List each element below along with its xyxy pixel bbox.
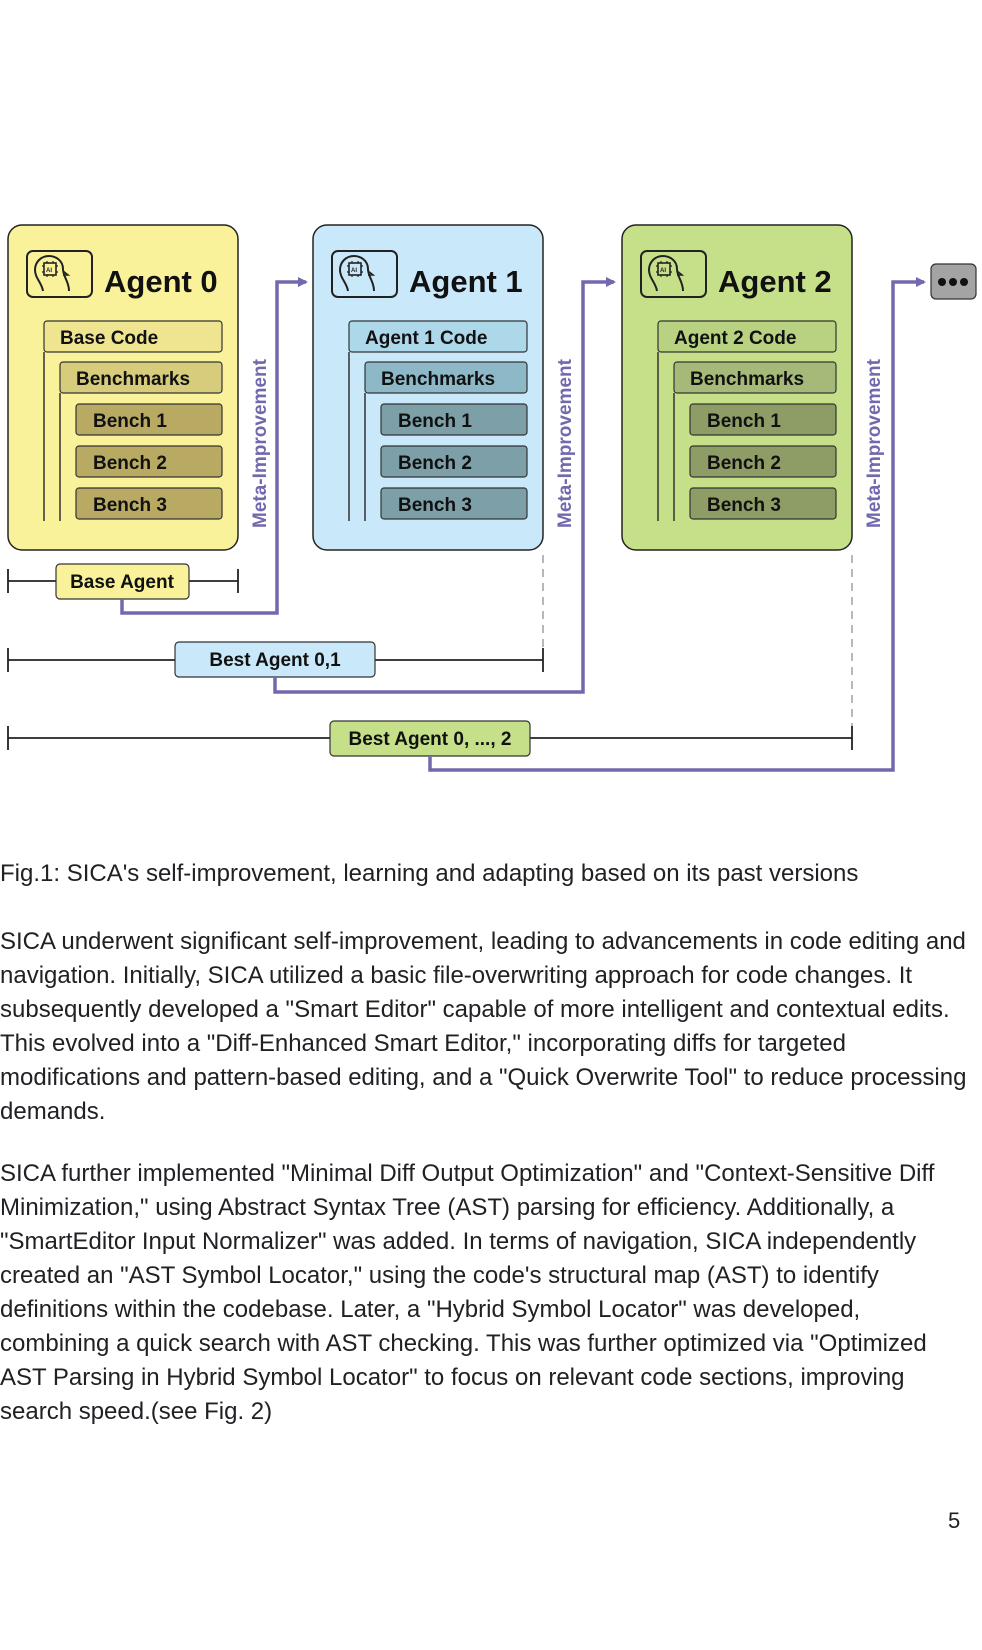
ai-head-icon: AI xyxy=(26,250,93,298)
benchmarks-label: Benchmarks xyxy=(690,369,804,390)
benchmarks-box xyxy=(673,361,837,394)
bench-box xyxy=(380,487,528,520)
code-label: Base Code xyxy=(60,328,158,349)
code-box xyxy=(657,320,837,353)
bench-label: Bench 1 xyxy=(707,411,781,432)
timeline-base-agent: Base Agent xyxy=(7,563,239,600)
agent-panel-2: AI Agent 2 Agent 2 Code Benchmarks Bench… xyxy=(621,224,853,551)
meta-improvement-label: Meta-Improvement xyxy=(250,358,271,528)
timeline-best-agent-0-1: Best Agent 0,1 xyxy=(7,641,544,678)
timeline-label: Base Agent xyxy=(70,572,174,593)
svg-text:AI: AI xyxy=(351,268,357,274)
agent-panel-0: AI Agent 0 Base Code Benchmarks Bench 1 … xyxy=(7,224,239,551)
timeline-best-agent-0-2: Best Agent 0, ..., 2 xyxy=(7,720,853,757)
bench-box xyxy=(689,403,837,436)
timeline-label: Best Agent 0, ..., 2 xyxy=(349,729,512,750)
svg-text:AI: AI xyxy=(46,268,52,274)
bench-label: Bench 2 xyxy=(707,453,781,474)
ai-head-icon: AI xyxy=(640,250,707,298)
meta-arrow xyxy=(273,277,616,694)
benchmarks-box xyxy=(59,361,223,394)
bench-label: Bench 3 xyxy=(398,495,472,516)
bench-label: Bench 1 xyxy=(398,411,472,432)
bench-box xyxy=(75,445,223,478)
agent-panel-1: AI Agent 1 Agent 1 Code Benchmarks Bench… xyxy=(312,224,544,551)
bench-label: Bench 2 xyxy=(93,453,167,474)
agent-title: Agent 2 xyxy=(718,264,832,299)
benchmarks-label: Benchmarks xyxy=(381,369,495,390)
bench-label: Bench 2 xyxy=(398,453,472,474)
bench-box xyxy=(689,487,837,520)
meta-arrow xyxy=(120,277,308,615)
meta-improvement-label: Meta-Improvement xyxy=(555,358,576,528)
meta-arrow xyxy=(428,277,926,772)
bench-label: Bench 1 xyxy=(93,411,167,432)
agent-title: Agent 1 xyxy=(409,264,523,299)
bench-box xyxy=(380,445,528,478)
bench-label: Bench 3 xyxy=(707,495,781,516)
benchmarks-box xyxy=(364,361,528,394)
code-label: Agent 2 Code xyxy=(674,328,796,349)
code-label: Agent 1 Code xyxy=(365,328,487,349)
code-box xyxy=(43,320,223,353)
ai-head-icon: AI xyxy=(331,250,398,298)
body-paragraph: SICA underwent significant self-improvem… xyxy=(0,928,967,1125)
code-box xyxy=(348,320,528,353)
bench-box xyxy=(380,403,528,436)
timeline-label: Best Agent 0,1 xyxy=(209,650,341,671)
agent-title: Agent 0 xyxy=(104,264,218,299)
ellipsis-icon xyxy=(930,263,977,300)
body-paragraph: SICA further implemented "Minimal Diff O… xyxy=(0,1160,935,1425)
figure-caption: Fig.1: SICA's self-improvement, learning… xyxy=(0,860,859,887)
bench-box xyxy=(75,403,223,436)
benchmarks-label: Benchmarks xyxy=(76,369,190,390)
bench-label: Bench 3 xyxy=(93,495,167,516)
sica-figure: AI Agent 0 Base Code Benchmarks Bench 1 … xyxy=(7,224,977,772)
page-number: 5 xyxy=(948,1508,961,1533)
bench-box xyxy=(689,445,837,478)
svg-text:AI: AI xyxy=(660,268,666,274)
bench-box xyxy=(75,487,223,520)
meta-improvement-label: Meta-Improvement xyxy=(864,358,885,528)
